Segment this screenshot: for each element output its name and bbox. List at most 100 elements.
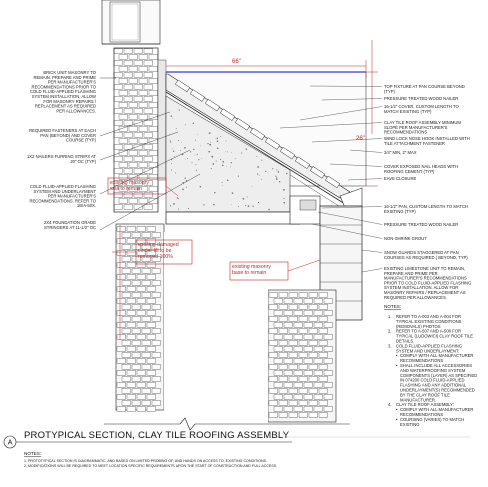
brick [141, 292, 151, 298]
brick [288, 412, 298, 418]
brick [293, 406, 303, 412]
brick [123, 144, 133, 150]
brick [128, 102, 138, 108]
brick [298, 316, 308, 322]
brick [298, 292, 308, 298]
brick [146, 334, 156, 340]
brick [116, 238, 126, 244]
left-callout-line: 2X4 FOUNDATION GRADE [44, 220, 96, 225]
note-marker: 2. [388, 329, 392, 334]
aggregate-dot [216, 147, 219, 150]
markup-label-line: existing masonry [110, 180, 149, 186]
aggregate-dot [234, 158, 236, 160]
brick [131, 352, 141, 358]
brick [138, 162, 148, 168]
aggregate-dot [230, 162, 232, 164]
aggregate-dot [187, 208, 189, 210]
brick [126, 334, 136, 340]
aggregate-dot [245, 148, 248, 150]
brick [128, 114, 138, 120]
brick [148, 78, 158, 84]
right-callout-line: ROOFING CEMENT (TYP) [384, 169, 435, 174]
aggregate-dot [171, 163, 172, 165]
aggregate-dot [172, 150, 175, 152]
brick [318, 292, 328, 298]
brick [318, 340, 328, 346]
brick [131, 256, 141, 262]
brick [123, 132, 133, 138]
brick [273, 322, 283, 328]
right-callout-line: COURSES AS REQUIRED ( BEYOND, TYP) [384, 255, 468, 260]
brick [131, 268, 141, 274]
brick [113, 132, 123, 138]
brick [293, 322, 303, 328]
brick [116, 310, 126, 316]
aggregate-dot [172, 117, 173, 119]
note-line: REFER TO A-003 AND A-004 FOR [396, 314, 461, 319]
leader-line [329, 163, 383, 167]
brick [141, 388, 151, 394]
aggregate-dot [275, 178, 278, 180]
brick [141, 376, 151, 382]
brick [148, 102, 158, 108]
aggregate-dot [185, 179, 188, 182]
brick [123, 156, 133, 162]
aggregate-dot [213, 203, 215, 206]
brick [118, 162, 128, 168]
note-marker: 1. [388, 314, 392, 319]
aggregate-dot [185, 186, 187, 188]
aggregate-dot [286, 172, 288, 175]
brick [313, 358, 323, 364]
aggregate-dot [194, 154, 196, 156]
brick [318, 316, 328, 322]
brick [121, 256, 131, 262]
aggregate-dot [169, 205, 172, 207]
bottom-note-line: 1. PROTOTYPICAL SECTION IS DIAGRAMMATIC,… [24, 459, 267, 463]
brick [268, 316, 278, 322]
brick [113, 192, 123, 198]
right-callout-line: 16-1/2" PAN, CUSTOM LENGTH TO MATCH [384, 204, 468, 209]
brick [293, 346, 303, 352]
markup-label-line: wall to remain [110, 186, 142, 192]
brick [298, 304, 308, 310]
brick [126, 238, 136, 244]
brick [123, 192, 133, 198]
brick [308, 316, 318, 322]
brick [138, 54, 148, 60]
brick [123, 204, 133, 210]
aggregate-dot [173, 203, 175, 205]
brick [121, 340, 131, 346]
aggregate-dot [257, 201, 260, 204]
brick [141, 316, 151, 322]
brick [113, 144, 123, 150]
aggregate-dot [195, 169, 197, 171]
brick [313, 394, 323, 400]
brick [128, 138, 138, 144]
brick [116, 298, 126, 304]
aggregate-dot [238, 206, 240, 207]
brick [318, 328, 328, 334]
brick [116, 262, 126, 268]
aggregate-dot [230, 166, 232, 168]
aggregate-dot [222, 185, 223, 187]
notes-header: NOTES: [384, 304, 401, 309]
clay-tile-roof [165, 71, 367, 211]
brick [136, 382, 146, 388]
brick [128, 150, 138, 156]
brick [298, 340, 308, 346]
brick [128, 186, 138, 192]
aggregate-dot [215, 138, 216, 139]
left-callout-line: SYSTEM AND UNDERLAYMENT [33, 189, 96, 194]
brick [143, 144, 153, 150]
brick [303, 322, 313, 328]
brick [143, 132, 153, 138]
aggregate-dot [178, 208, 180, 210]
note-marker: • [396, 353, 398, 358]
right-callout-line: SLOPE PER MANUFACTURER'S [384, 125, 448, 130]
brick [138, 78, 148, 84]
roof-tile [219, 108, 236, 121]
brick [136, 310, 146, 316]
brick [273, 394, 283, 400]
brick [141, 256, 151, 262]
